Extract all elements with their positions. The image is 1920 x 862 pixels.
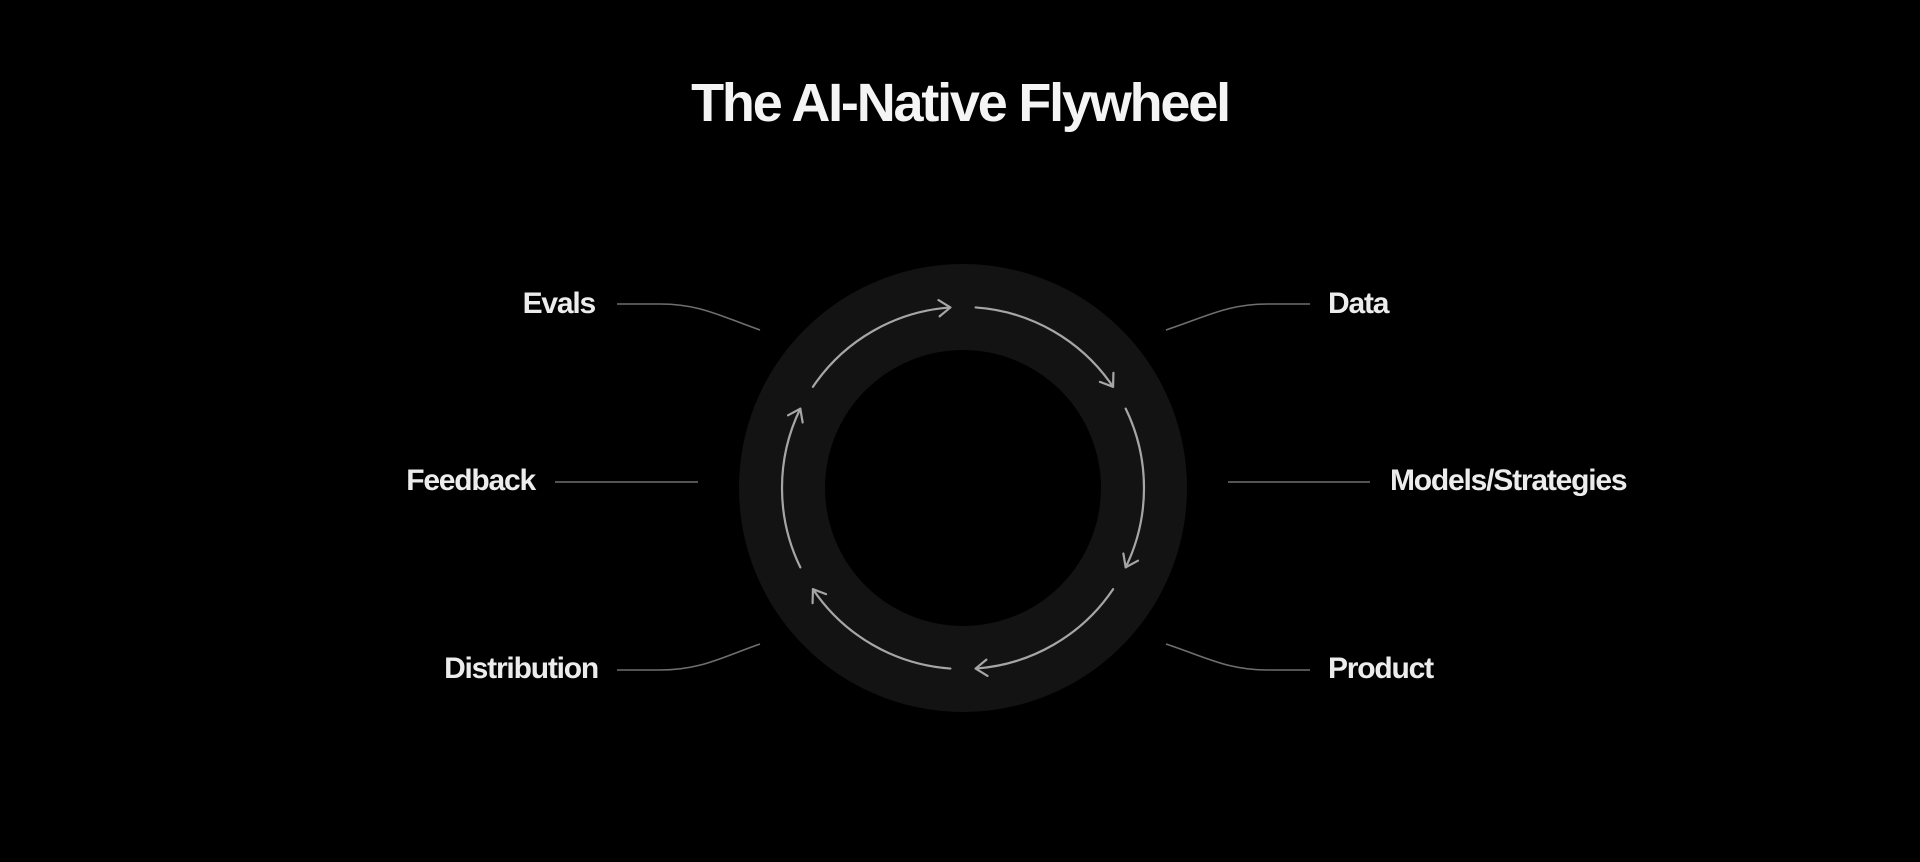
- cycle-arrow-product-to-distribution: [974, 588, 1115, 670]
- cycle-arrow-evals-to-data: [811, 306, 952, 388]
- cycle-arrow-models-to-product: [1124, 407, 1146, 569]
- page-title: The AI-Native Flywheel: [691, 73, 1231, 133]
- stage-label-feedback: Feedback: [406, 464, 536, 497]
- arrowhead-product-to-distribution: [974, 658, 989, 677]
- arrowhead-evals-to-data: [937, 299, 952, 318]
- cycle-arrows: [780, 299, 1146, 677]
- flywheel-ring: [739, 264, 1187, 712]
- cycle-arrow-data-to-models: [974, 306, 1115, 388]
- cycle-arrow-distribution-to-feedback: [811, 588, 952, 670]
- arrowhead-models-to-product: [1122, 552, 1140, 569]
- connector-distribution: [617, 643, 761, 671]
- stage-label-models: Models/Strategies: [1390, 464, 1628, 497]
- cycle-arrow-feedback-to-evals: [780, 407, 802, 569]
- arrowhead-data-to-models: [1098, 371, 1115, 388]
- stage-label-evals: Evals: [522, 287, 597, 320]
- arrowhead-distribution-to-feedback: [811, 588, 828, 605]
- stage-label-distribution: Distribution: [444, 652, 599, 685]
- connector-data: [1165, 303, 1310, 331]
- stage-label-data: Data: [1328, 287, 1389, 320]
- connector-lines: [555, 303, 1370, 671]
- stage-label-product: Product: [1328, 652, 1434, 685]
- arrowhead-feedback-to-evals: [786, 407, 804, 424]
- connector-evals: [617, 303, 761, 331]
- connector-product: [1165, 643, 1310, 671]
